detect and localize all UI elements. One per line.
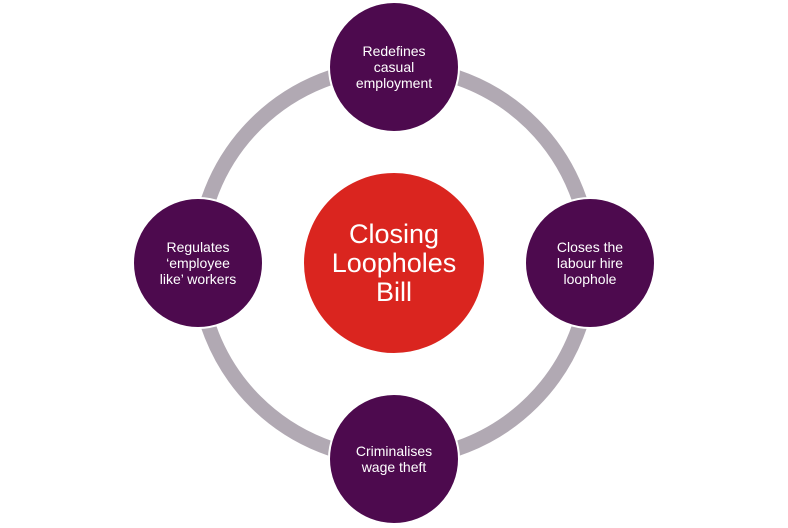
node-employee-like: Regulates ‘employee like’ workers	[132, 197, 264, 329]
center-node: Closing Loopholes Bill	[302, 171, 486, 355]
center-label: Closing Loopholes Bill	[331, 218, 457, 307]
node-label: Closes the labour hire loophole	[556, 239, 624, 287]
node-label: Criminalises wage theft	[355, 443, 433, 475]
node-wage-theft: Criminalises wage theft	[328, 393, 460, 525]
node-redefines-casual: Redefines casual employment	[328, 1, 460, 133]
node-label: Redefines casual employment	[355, 43, 433, 91]
node-labour-hire: Closes the labour hire loophole	[524, 197, 656, 329]
node-label: Regulates ‘employee like’ workers	[159, 239, 237, 287]
